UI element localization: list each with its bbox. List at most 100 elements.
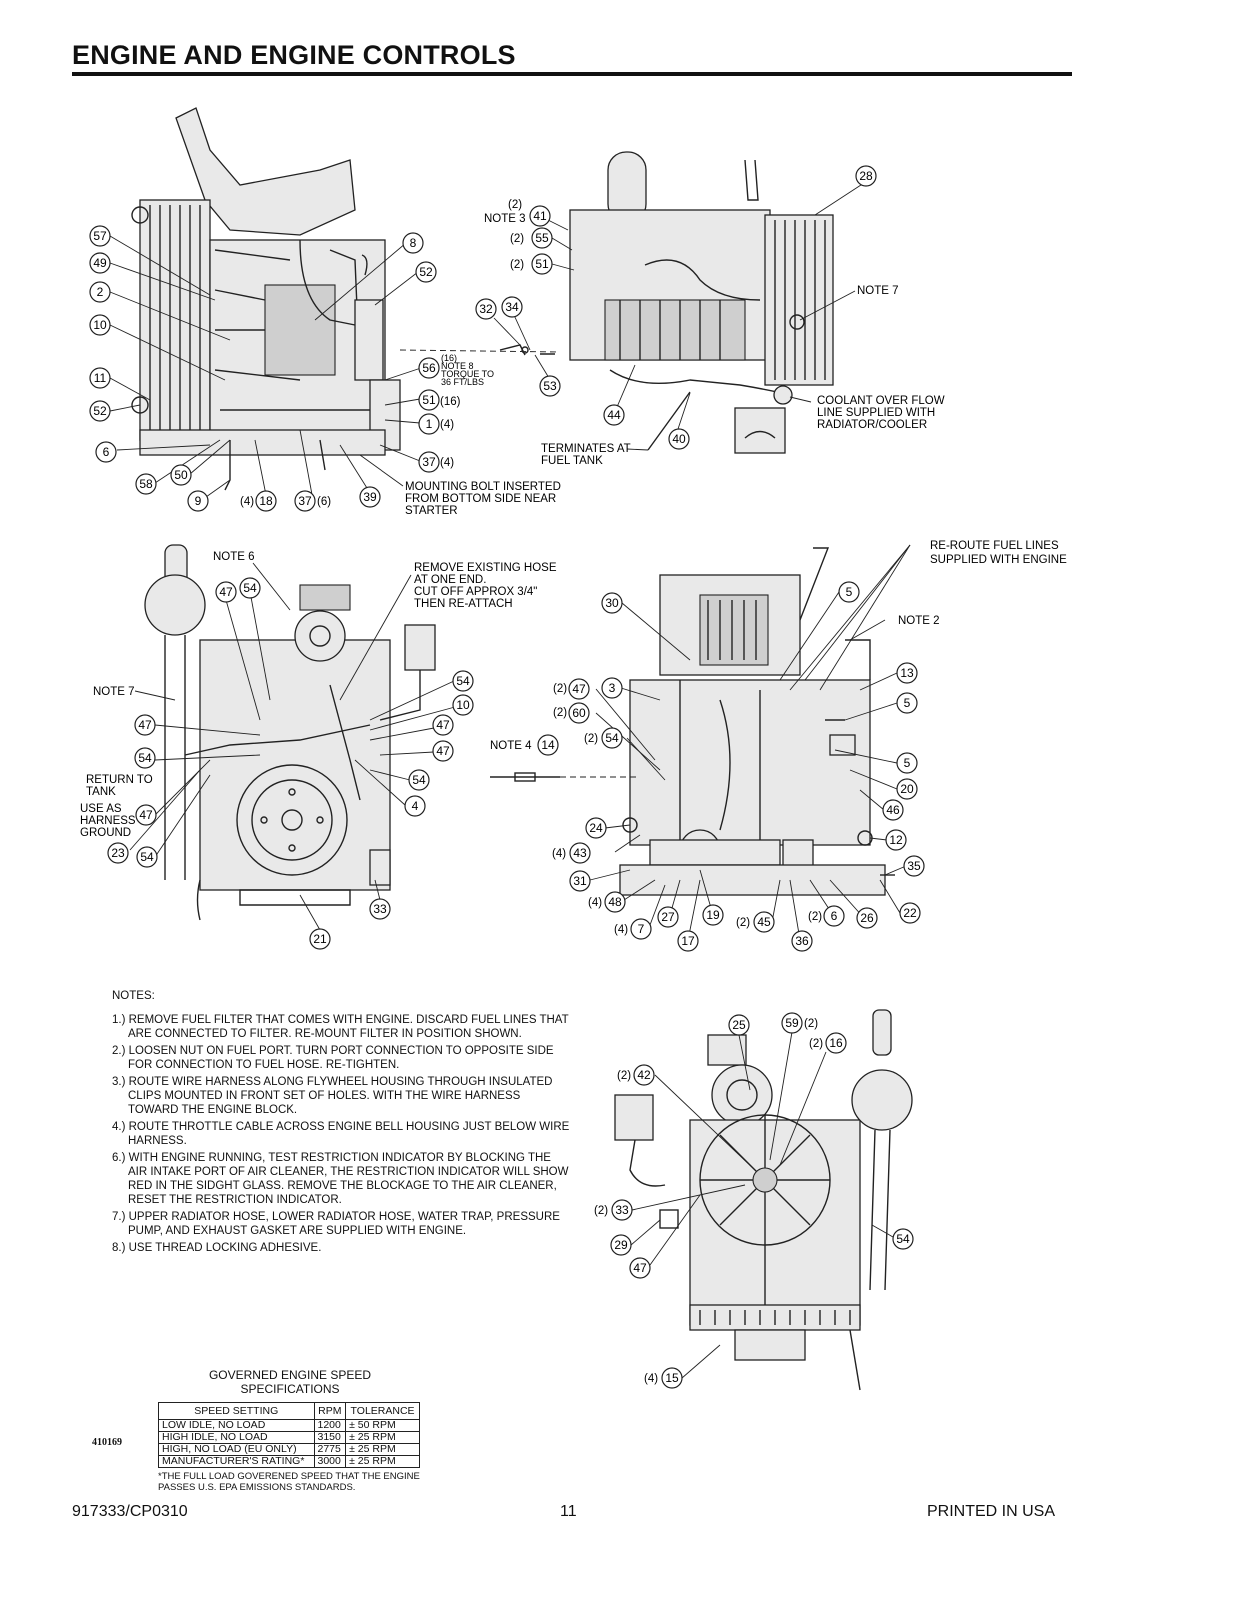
callout-40: 40 — [668, 428, 690, 450]
svg-text:34: 34 — [505, 300, 519, 314]
svg-text:(16): (16) — [440, 396, 461, 408]
callout-24: 24 — [585, 817, 607, 839]
svg-text:(2): (2) — [553, 683, 567, 695]
engine-view-radiator — [614, 1009, 913, 1391]
svg-text:37: 37 — [298, 494, 312, 508]
svg-text:11: 11 — [94, 371, 107, 385]
callout-51: 51 — [418, 389, 440, 411]
table-row: HIGH, NO LOAD (EU ONLY) 2775 ± 25 RPM — [158, 1443, 420, 1456]
callout-54g: 54 — [892, 1228, 914, 1250]
table-cell: 3000 — [313, 1455, 347, 1468]
callout-44: 44 — [603, 404, 625, 426]
svg-text:52: 52 — [419, 265, 433, 279]
svg-text:47: 47 — [139, 808, 153, 822]
note-item: 1.) REMOVE FUEL FILTER THAT COMES WITH E… — [112, 1014, 569, 1040]
table-cell: ± 25 RPM — [345, 1443, 420, 1456]
engine-view-left-side — [131, 107, 401, 491]
table-cell: 2775 — [313, 1443, 347, 1456]
quantity-marks: (4)(6) (16)(4)(4) (2)(2) (2)(2)(2) (4)(4… — [240, 233, 823, 1385]
svg-text:15: 15 — [665, 1371, 679, 1385]
svg-text:5: 5 — [904, 696, 911, 710]
speed-spec-table: SPEED SETTING RPM TOLERANCE LOW IDLE, NO… — [158, 1402, 420, 1468]
callout-42: 42 — [633, 1064, 655, 1086]
svg-text:37: 37 — [422, 455, 436, 469]
terminates-2: FUEL TANK — [541, 455, 603, 467]
return-tank-1: RETURN TO — [86, 774, 153, 786]
svg-text:51: 51 — [535, 257, 549, 271]
svg-text:47: 47 — [572, 682, 586, 696]
svg-text:32: 32 — [479, 302, 493, 316]
speed-spec-footnote: *THE FULL LOAD GOVERENED SPEED THAT THE … — [158, 1471, 420, 1493]
callout-37b: 37 — [418, 451, 440, 473]
svg-text:22: 22 — [903, 906, 917, 920]
svg-text:(2): (2) — [809, 1038, 823, 1050]
callout-33b: 33 — [611, 1199, 633, 1221]
svg-text:(2): (2) — [617, 1070, 631, 1082]
callout-52b: 52 — [415, 261, 437, 283]
table-cell: ± 50 RPM — [345, 1419, 420, 1432]
svg-text:45: 45 — [757, 915, 771, 929]
reroute-1: RE-ROUTE FUEL LINES — [930, 540, 1059, 552]
callout-23: 23 — [107, 842, 129, 864]
callout-55: 55 — [531, 227, 553, 249]
reroute-2: SUPPLIED WITH ENGINE — [930, 554, 1067, 566]
callout-54a: 54 — [239, 577, 261, 599]
svg-text:18: 18 — [259, 494, 273, 508]
page-title: ENGINE AND ENGINE CONTROLS — [72, 40, 516, 70]
svg-text:49: 49 — [93, 256, 107, 270]
callout-8: 8 — [402, 232, 424, 254]
svg-text:51: 51 — [422, 393, 436, 407]
svg-text:47: 47 — [219, 585, 233, 599]
svg-text:31: 31 — [573, 874, 587, 888]
callout-41: 41 — [529, 205, 551, 227]
callout-14: 14 — [537, 734, 559, 756]
svg-text:9: 9 — [195, 494, 202, 508]
torque-qty: (16) — [441, 353, 457, 363]
table-cell: ± 25 RPM — [345, 1455, 420, 1468]
callout-13: 13 — [896, 662, 918, 684]
torque-value-1: TORQUE TO — [441, 369, 494, 379]
svg-text:58: 58 — [139, 477, 153, 491]
svg-text:19: 19 — [706, 908, 720, 922]
callout-5b: 5 — [896, 692, 918, 714]
column-header: SPEED SETTING — [158, 1402, 315, 1420]
table-row: LOW IDLE, NO LOAD 1200 ± 50 RPM — [158, 1419, 420, 1432]
callout-15: 15 — [661, 1367, 683, 1389]
footer-doc-number: 917333/CP0310 — [72, 1503, 188, 1520]
svg-text:13: 13 — [900, 666, 914, 680]
table-cell: LOW IDLE, NO LOAD — [158, 1419, 315, 1432]
svg-text:2: 2 — [97, 285, 104, 299]
callout-47d: 47 — [134, 714, 156, 736]
svg-text:54: 54 — [140, 850, 154, 864]
callout-47f: 47 — [568, 678, 590, 700]
svg-text:(4): (4) — [440, 419, 454, 431]
svg-text:55: 55 — [535, 231, 549, 245]
coolant-3: RADIATOR/COOLER — [817, 419, 927, 431]
callout-16: 16 — [825, 1032, 847, 1054]
svg-text:5: 5 — [846, 585, 853, 599]
svg-text:(2): (2) — [584, 733, 598, 745]
footer-page-number: 11 — [560, 1503, 577, 1520]
svg-text:57: 57 — [93, 229, 107, 243]
callout-59: 59 — [781, 1012, 803, 1034]
svg-text:(4): (4) — [552, 848, 566, 860]
svg-text:50: 50 — [174, 468, 188, 482]
svg-text:5: 5 — [904, 756, 911, 770]
callout-7: 7 — [630, 918, 652, 940]
note2-label: NOTE 2 — [898, 615, 940, 627]
engine-view-flywheel — [144, 544, 436, 921]
svg-text:35: 35 — [907, 859, 921, 873]
callout-28: 28 — [855, 165, 877, 187]
callout-47g: 47 — [629, 1257, 651, 1279]
note4-label: NOTE 4 — [490, 740, 532, 752]
note7-mid: NOTE 7 — [93, 686, 135, 698]
svg-text:(4): (4) — [644, 1373, 658, 1385]
callout-46: 46 — [882, 799, 904, 821]
callout-31: 31 — [569, 870, 591, 892]
svg-text:54: 54 — [243, 581, 257, 595]
callout-54c: 54 — [408, 769, 430, 791]
callout-25: 25 — [728, 1014, 750, 1036]
callout-33a: 33 — [369, 898, 391, 920]
svg-text:54: 54 — [412, 773, 426, 787]
svg-text:(6): (6) — [317, 496, 331, 508]
